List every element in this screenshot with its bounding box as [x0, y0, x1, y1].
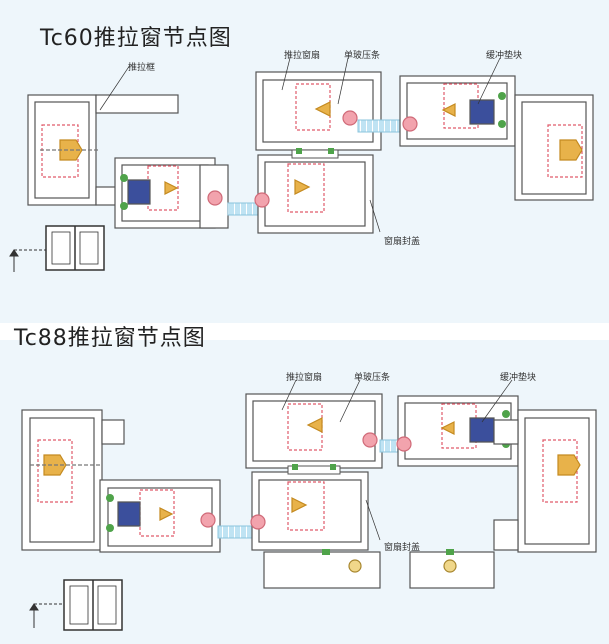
tc60-leader-lines	[99, 57, 501, 233]
tc60-label-glass-bead: 单玻压条	[344, 51, 381, 61]
tc88-leader-lines	[281, 379, 513, 541]
tc60-left-frame	[27, 94, 179, 206]
tc88-right-frame	[493, 409, 597, 553]
tc88-section-arrow-icon	[29, 603, 64, 628]
tc88-label-buffer-pad: 缓冲垫块	[500, 373, 537, 383]
tc60-glass-left	[227, 202, 259, 216]
tc60-title: Tc60推拉窗节点图	[40, 26, 232, 51]
tc60-middle-sash-lower	[254, 154, 374, 234]
tc88-label-sash-cover: 窗扇封盖	[384, 543, 421, 553]
tc60-right-sash	[399, 75, 516, 147]
tc88-left-sash	[99, 479, 221, 553]
tc88-label-glass-bead: 单玻压条	[354, 373, 391, 383]
tc88-glass-left	[217, 525, 255, 539]
tc88-window-icon	[63, 579, 123, 631]
tc60-left-sash	[114, 157, 229, 229]
tc88-gasket-green	[292, 464, 298, 470]
tc60-gasket-green	[328, 148, 334, 154]
tc60-window-icon	[45, 225, 105, 271]
tc60-section-arrow-icon	[9, 249, 46, 272]
tc88-interlock	[287, 465, 341, 475]
tc60-gasket-green	[296, 148, 302, 154]
tc60-label-buffer-pad: 缓冲垫块	[486, 51, 523, 61]
tc88-gasket-green	[330, 464, 336, 470]
tc60-interlock	[291, 149, 339, 159]
tc88-right-sash	[396, 395, 519, 467]
tc88-middle-sash-lower	[250, 471, 369, 551]
tc60-label-sliding-frame: 推拉框	[128, 63, 156, 73]
tc60-label-sash-cover: 窗扇封盖	[384, 237, 421, 247]
tc88-middle-sash-upper	[245, 393, 383, 469]
tc60-label-sliding-sash: 推拉窗扇	[284, 51, 321, 61]
tc60-middle-sash-upper	[255, 71, 382, 151]
tc88-label-sliding-sash: 推拉窗扇	[286, 373, 323, 383]
tc88-bottom-track	[263, 549, 495, 589]
tc88-title: Tc88推拉窗节点图	[14, 326, 206, 351]
tc60-right-frame	[514, 94, 594, 201]
tc60-glass-right	[357, 119, 405, 133]
